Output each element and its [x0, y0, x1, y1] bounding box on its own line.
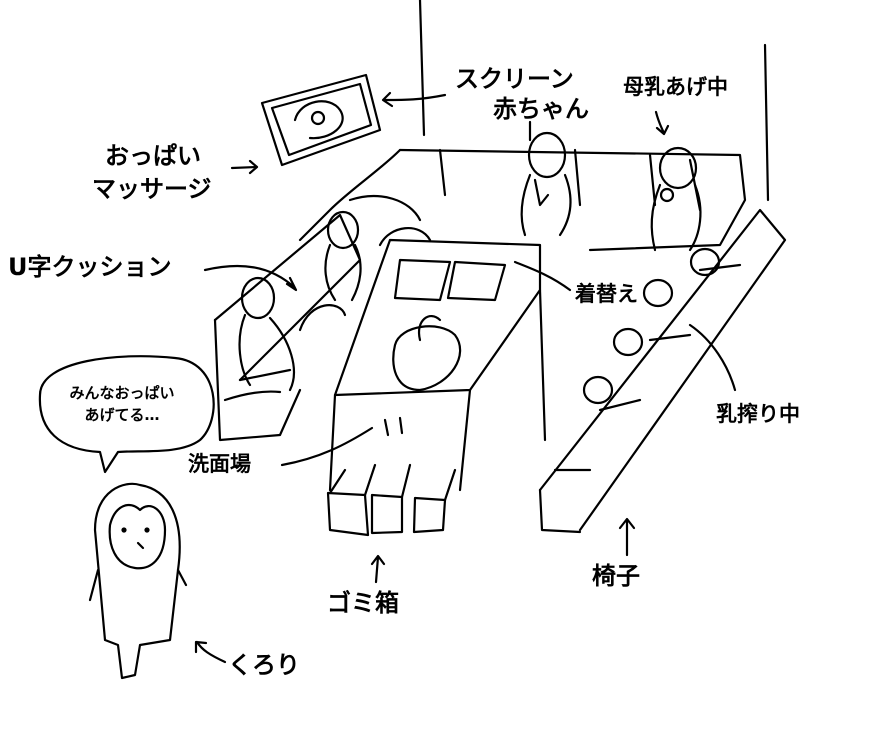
speech-line-2: あげてる…	[84, 405, 160, 424]
label-sink: 洗面場	[188, 452, 251, 476]
mother-feeding-drawing	[650, 146, 702, 252]
wall-line	[418, 0, 426, 137]
label-massage-line2: マッサージ	[92, 175, 212, 203]
sink-table	[328, 238, 547, 492]
speech-bubble-shape	[38, 355, 215, 474]
arrow-chairs	[618, 517, 636, 557]
label-kurori: くろり	[228, 651, 300, 679]
arrow-cushion	[203, 264, 298, 292]
arrow-to-screen	[381, 91, 447, 108]
label-baby: 赤ちゃん	[493, 95, 589, 123]
label-u-cushion: U字クッション	[8, 253, 172, 281]
arrow-feeding	[654, 110, 670, 136]
arrow-kurori	[194, 640, 227, 664]
arrow-changing	[513, 260, 572, 292]
label-chairs: 椅子	[592, 562, 640, 590]
arrow-trash	[370, 554, 386, 584]
arrow-massage	[230, 159, 259, 175]
arrow-sink	[280, 426, 374, 467]
label-pumping: 乳搾り中	[716, 402, 800, 426]
screen-drawing	[260, 73, 382, 167]
mother-baby-drawing	[520, 131, 572, 237]
label-breastfeeding: 母乳あげ中	[623, 75, 728, 99]
trash-bins	[326, 463, 457, 537]
wall-line	[763, 43, 770, 202]
arrow-pumping	[688, 323, 737, 392]
label-changing: 着替え	[575, 282, 638, 306]
label-massage-line1: おっぱい	[105, 142, 201, 170]
speech-bubble-text: みんなおっぱい あげてる…	[42, 383, 202, 427]
right-bench	[538, 208, 787, 534]
label-screen: スクリーン	[455, 65, 574, 93]
speech-line-1: みんなおっぱい	[69, 384, 175, 402]
kurori-character	[88, 482, 188, 680]
label-trash: ゴミ箱	[327, 589, 399, 617]
left-bench	[213, 210, 432, 442]
